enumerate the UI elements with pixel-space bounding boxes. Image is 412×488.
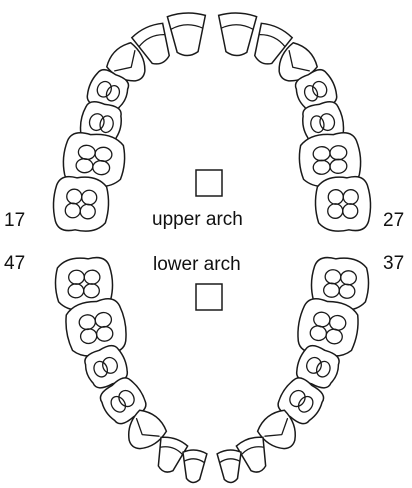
lower-tooth-left-3[interactable] [80,342,131,392]
lower-tooth-right-5[interactable] [254,406,304,457]
tooth-number-47: 47 [4,253,26,274]
lower-arch-checkbox[interactable] [195,283,223,311]
upper-tooth-left-7[interactable] [52,175,110,232]
tooth-number-17: 17 [4,210,26,231]
upper-tooth-right-6[interactable] [297,131,362,188]
lower-tooth-left-5[interactable] [119,406,169,457]
upper-arch-label: upper arch [152,209,243,230]
lower-tooth-left-2[interactable] [62,296,129,359]
lower-tooth-left-6[interactable] [151,435,189,476]
lower-tooth-right-6[interactable] [235,435,272,476]
upper-tooth-left-2[interactable] [130,21,178,70]
upper-tooth-right-5[interactable] [299,100,346,147]
lower-tooth-left-4[interactable] [95,373,150,428]
upper-tooth-right-4[interactable] [291,66,341,116]
teeth-group [52,12,372,484]
lower-tooth-right-3[interactable] [292,342,343,392]
upper-tooth-right-2[interactable] [246,21,294,70]
upper-tooth-right-1[interactable] [217,12,258,57]
upper-arch-checkbox[interactable] [195,169,223,197]
lower-arch-label: lower arch [153,254,241,275]
upper-tooth-left-3[interactable] [103,39,154,90]
tooth-number-37: 37 [383,253,405,274]
lower-tooth-right-2[interactable] [294,296,361,359]
upper-tooth-left-1[interactable] [166,12,207,57]
upper-tooth-right-7[interactable] [314,175,372,232]
lower-tooth-left-7[interactable] [181,449,208,484]
tooth-number-27: 27 [383,210,405,231]
upper-tooth-right-3[interactable] [270,39,321,90]
lower-tooth-right-7[interactable] [216,449,243,484]
